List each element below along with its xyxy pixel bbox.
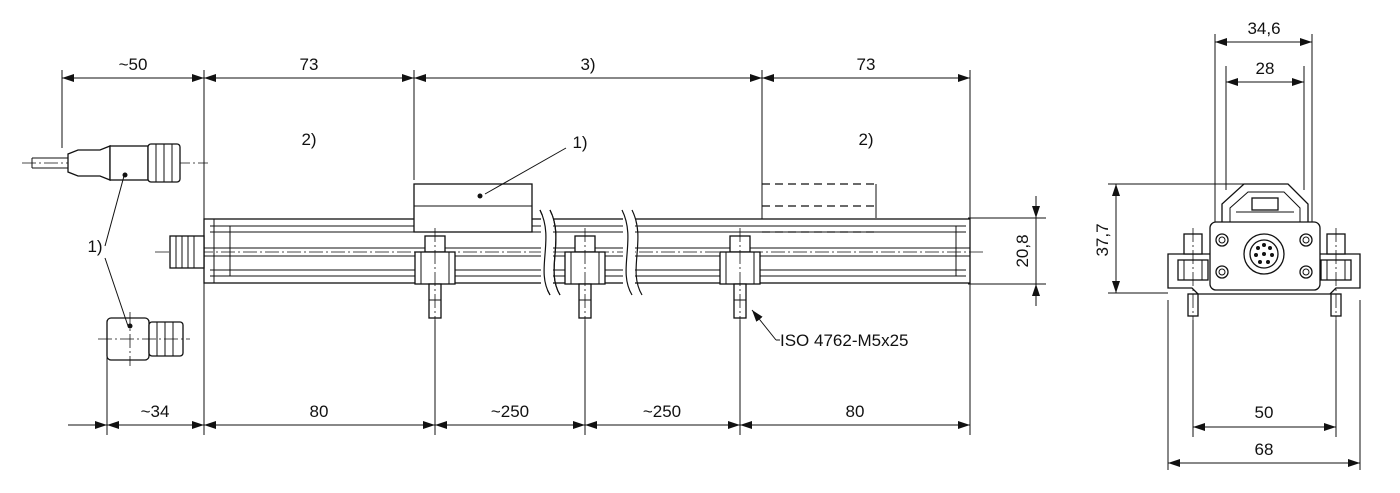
dim-measuring-range: 3) — [580, 55, 595, 74]
mounting-clamp-1 — [414, 228, 456, 330]
bottom-dimension-chain: ~34 80 ~250 ~250 80 — [68, 402, 970, 429]
dim-side-height: 37,7 — [1093, 223, 1112, 256]
front-view: ~50 73 3) 73 ~34 80 ~250 ~250 80 20,8 — [22, 55, 1046, 435]
footnote-dead-zone-right: 2) — [858, 130, 873, 149]
top-dimension-chain: ~50 73 3) 73 — [62, 55, 970, 82]
footnote-slider: 1) — [572, 133, 587, 152]
side-clamp-right — [1320, 228, 1352, 322]
dim-mount-spacing-1: ~250 — [491, 402, 529, 421]
dim-cable-length: ~50 — [119, 55, 148, 74]
dim-side-hole-spacing: 50 — [1255, 403, 1274, 422]
cable-connector-angled — [98, 312, 190, 366]
mounting-clamp-3 — [719, 228, 761, 330]
side-profile-body — [1167, 183, 1361, 295]
dim-last-mount: 80 — [846, 402, 865, 421]
dim-left-dead-zone: 73 — [300, 55, 319, 74]
dim-right-dead-zone: 73 — [857, 55, 876, 74]
dim-mount-spacing-2: ~250 — [643, 402, 681, 421]
screw-spec-label: ISO 4762-M5x25 — [780, 331, 909, 350]
dim-side-outer-width: 34,6 — [1247, 19, 1280, 38]
dim-first-mount: 80 — [310, 402, 329, 421]
mounting-clamp-2 — [564, 228, 606, 330]
cable-connector-straight — [22, 143, 208, 183]
footnote-dead-zone-left: 2) — [301, 130, 316, 149]
footnote-connector: 1) — [87, 237, 102, 256]
side-view: 34,6 28 37,7 50 68 — [1093, 19, 1361, 470]
dim-side-total-width: 68 — [1255, 440, 1274, 459]
dim-side-inner-width: 28 — [1256, 59, 1275, 78]
position-slider — [413, 183, 533, 233]
screw-callout: ISO 4762-M5x25 — [751, 309, 909, 350]
slider-alternate-position — [761, 183, 877, 233]
dim-connector-offset: ~34 — [141, 402, 170, 421]
dim-profile-height: 20,8 — [1013, 234, 1032, 267]
profile-height-dimension: 20,8 — [1013, 196, 1040, 306]
connector-footnote: 1) — [87, 175, 129, 327]
break-marks — [539, 209, 643, 296]
side-clamp-left — [1177, 228, 1209, 322]
